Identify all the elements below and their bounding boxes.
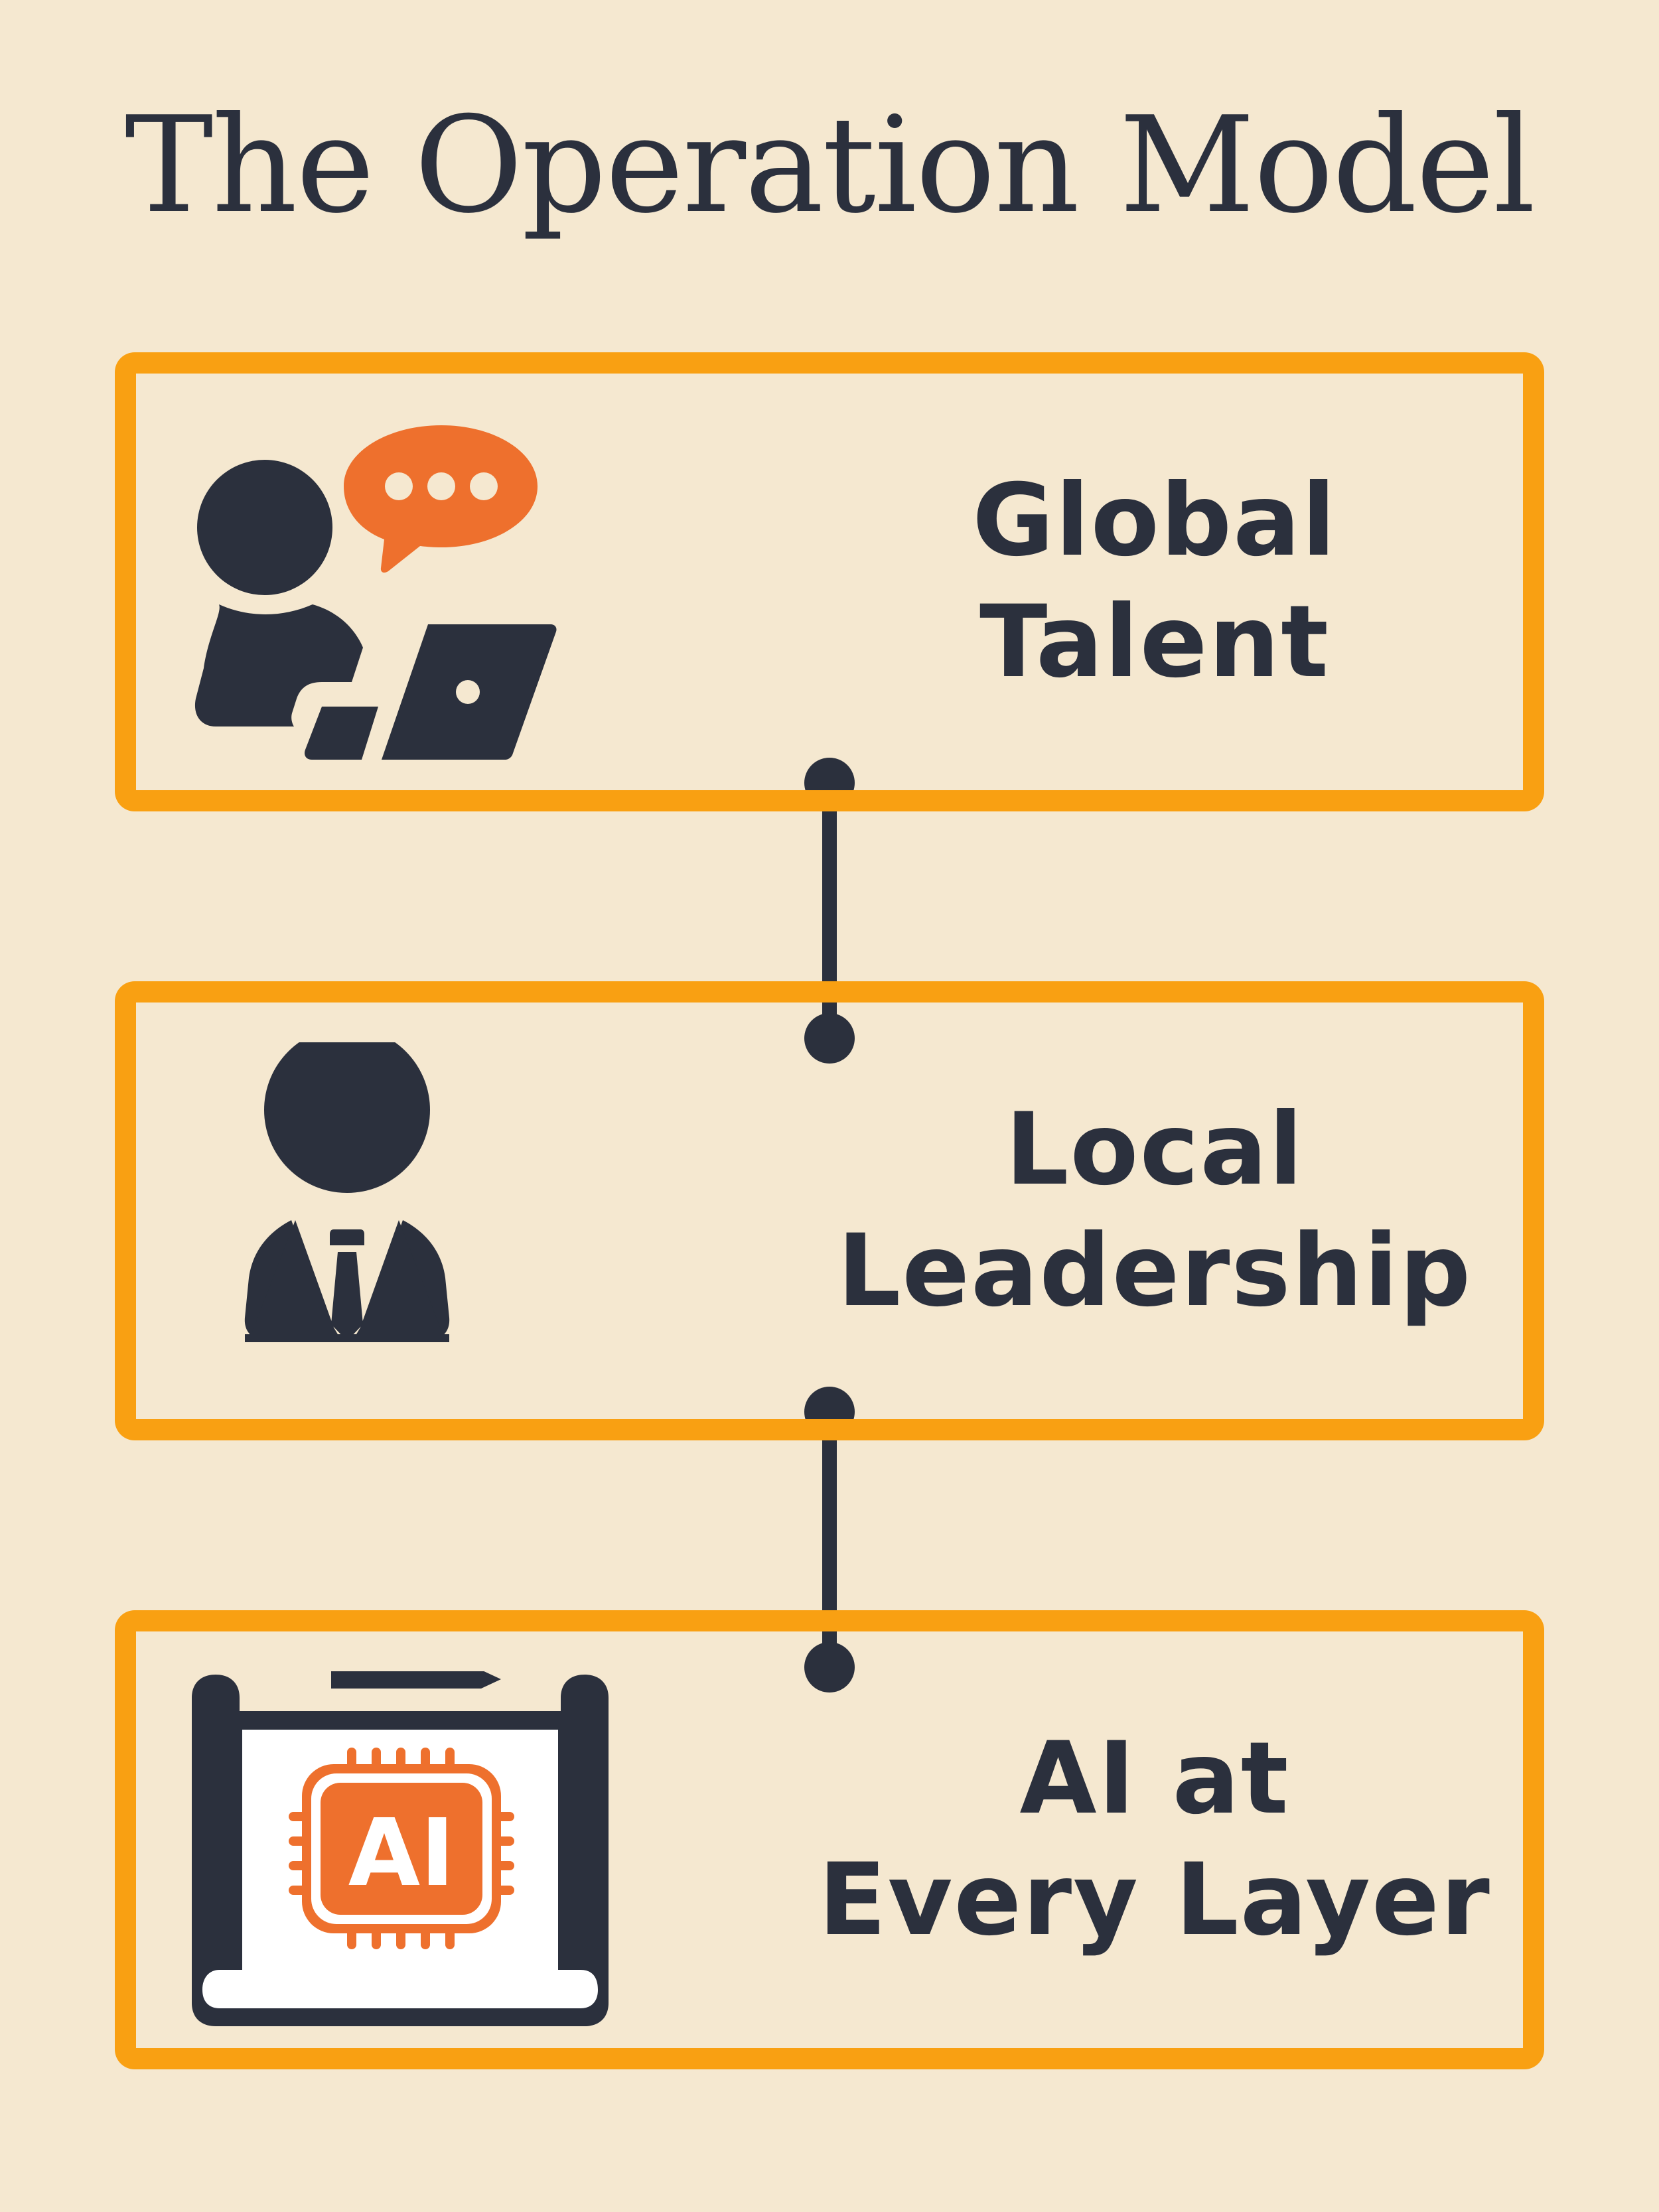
step-label-line1: Local (1005, 1092, 1305, 1208)
step-label-line2: Leadership (837, 1213, 1473, 1329)
step-label-line2: Every Layer (818, 1842, 1491, 1958)
chip-text: AI (348, 1799, 455, 1907)
step-card-local-leadership: Local Leadership (115, 981, 1544, 1440)
step-card-ai-every-layer: AI AI at Every Layer (115, 1610, 1544, 2069)
step-label: AI at Every Layer (786, 1631, 1523, 2048)
ai-chip-blueprint-icon: AI (192, 1671, 609, 2026)
step-label: Local Leadership (786, 1002, 1523, 1419)
step-label-line1: AI at (1019, 1721, 1290, 1836)
business-person-icon (244, 1042, 450, 1342)
person-laptop-chat-icon (194, 425, 557, 760)
step-label-line2: Talent (979, 585, 1330, 700)
step-label: Global Talent (786, 374, 1523, 790)
step-label-line1: Global (972, 463, 1337, 579)
step-card-global-talent: Global Talent (115, 352, 1544, 811)
page-title: The Operation Model (124, 88, 1536, 243)
